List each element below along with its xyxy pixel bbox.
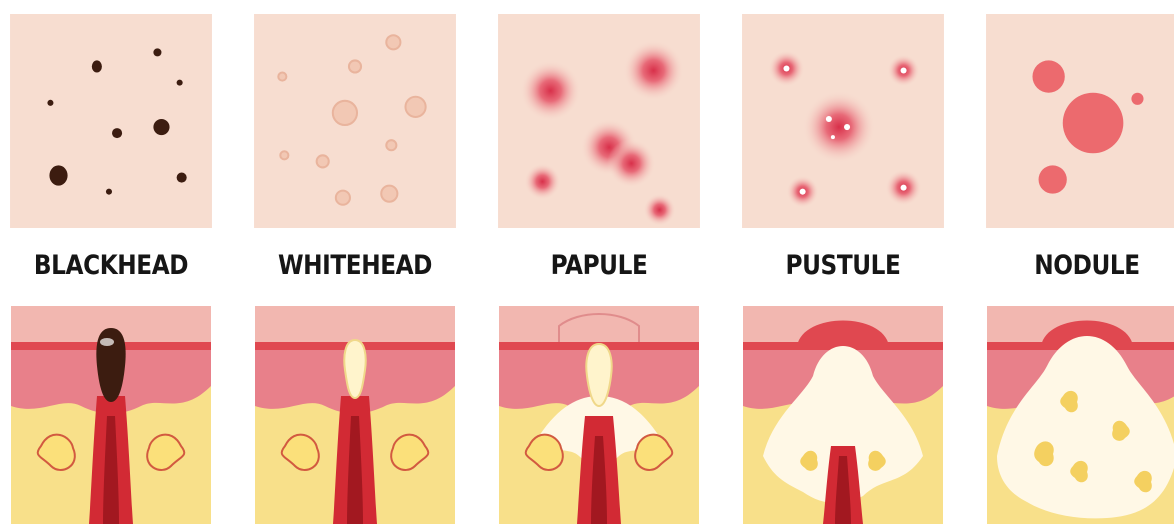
stage-blackhead: BLACKHEAD: [4, 0, 218, 524]
stage-nodule: NODULE: [980, 0, 1174, 524]
pustule-surface-icon: [742, 14, 944, 228]
stage-label: PAPULE: [507, 250, 691, 281]
pustule-cross-section: [742, 306, 944, 524]
blackhead-cross-section: [10, 306, 212, 524]
stage-label: NODULE: [995, 250, 1174, 281]
whitehead-cross-section: [254, 306, 456, 524]
stage-papule: PAPULE: [492, 0, 706, 524]
blackhead-surface-icon: [10, 14, 212, 228]
papule-surface-icon: [498, 14, 700, 228]
nodule-surface-icon: [986, 14, 1174, 228]
papule-cross-section: [498, 306, 700, 524]
stage-pustule: PUSTULE: [736, 0, 950, 524]
stage-whitehead: WHITEHEAD: [248, 0, 462, 524]
whitehead-surface-icon: [254, 14, 456, 228]
stage-label: WHITEHEAD: [263, 250, 447, 281]
stage-label: PUSTULE: [751, 250, 935, 281]
stage-label: BLACKHEAD: [19, 250, 203, 281]
nodule-cross-section: [986, 306, 1174, 524]
